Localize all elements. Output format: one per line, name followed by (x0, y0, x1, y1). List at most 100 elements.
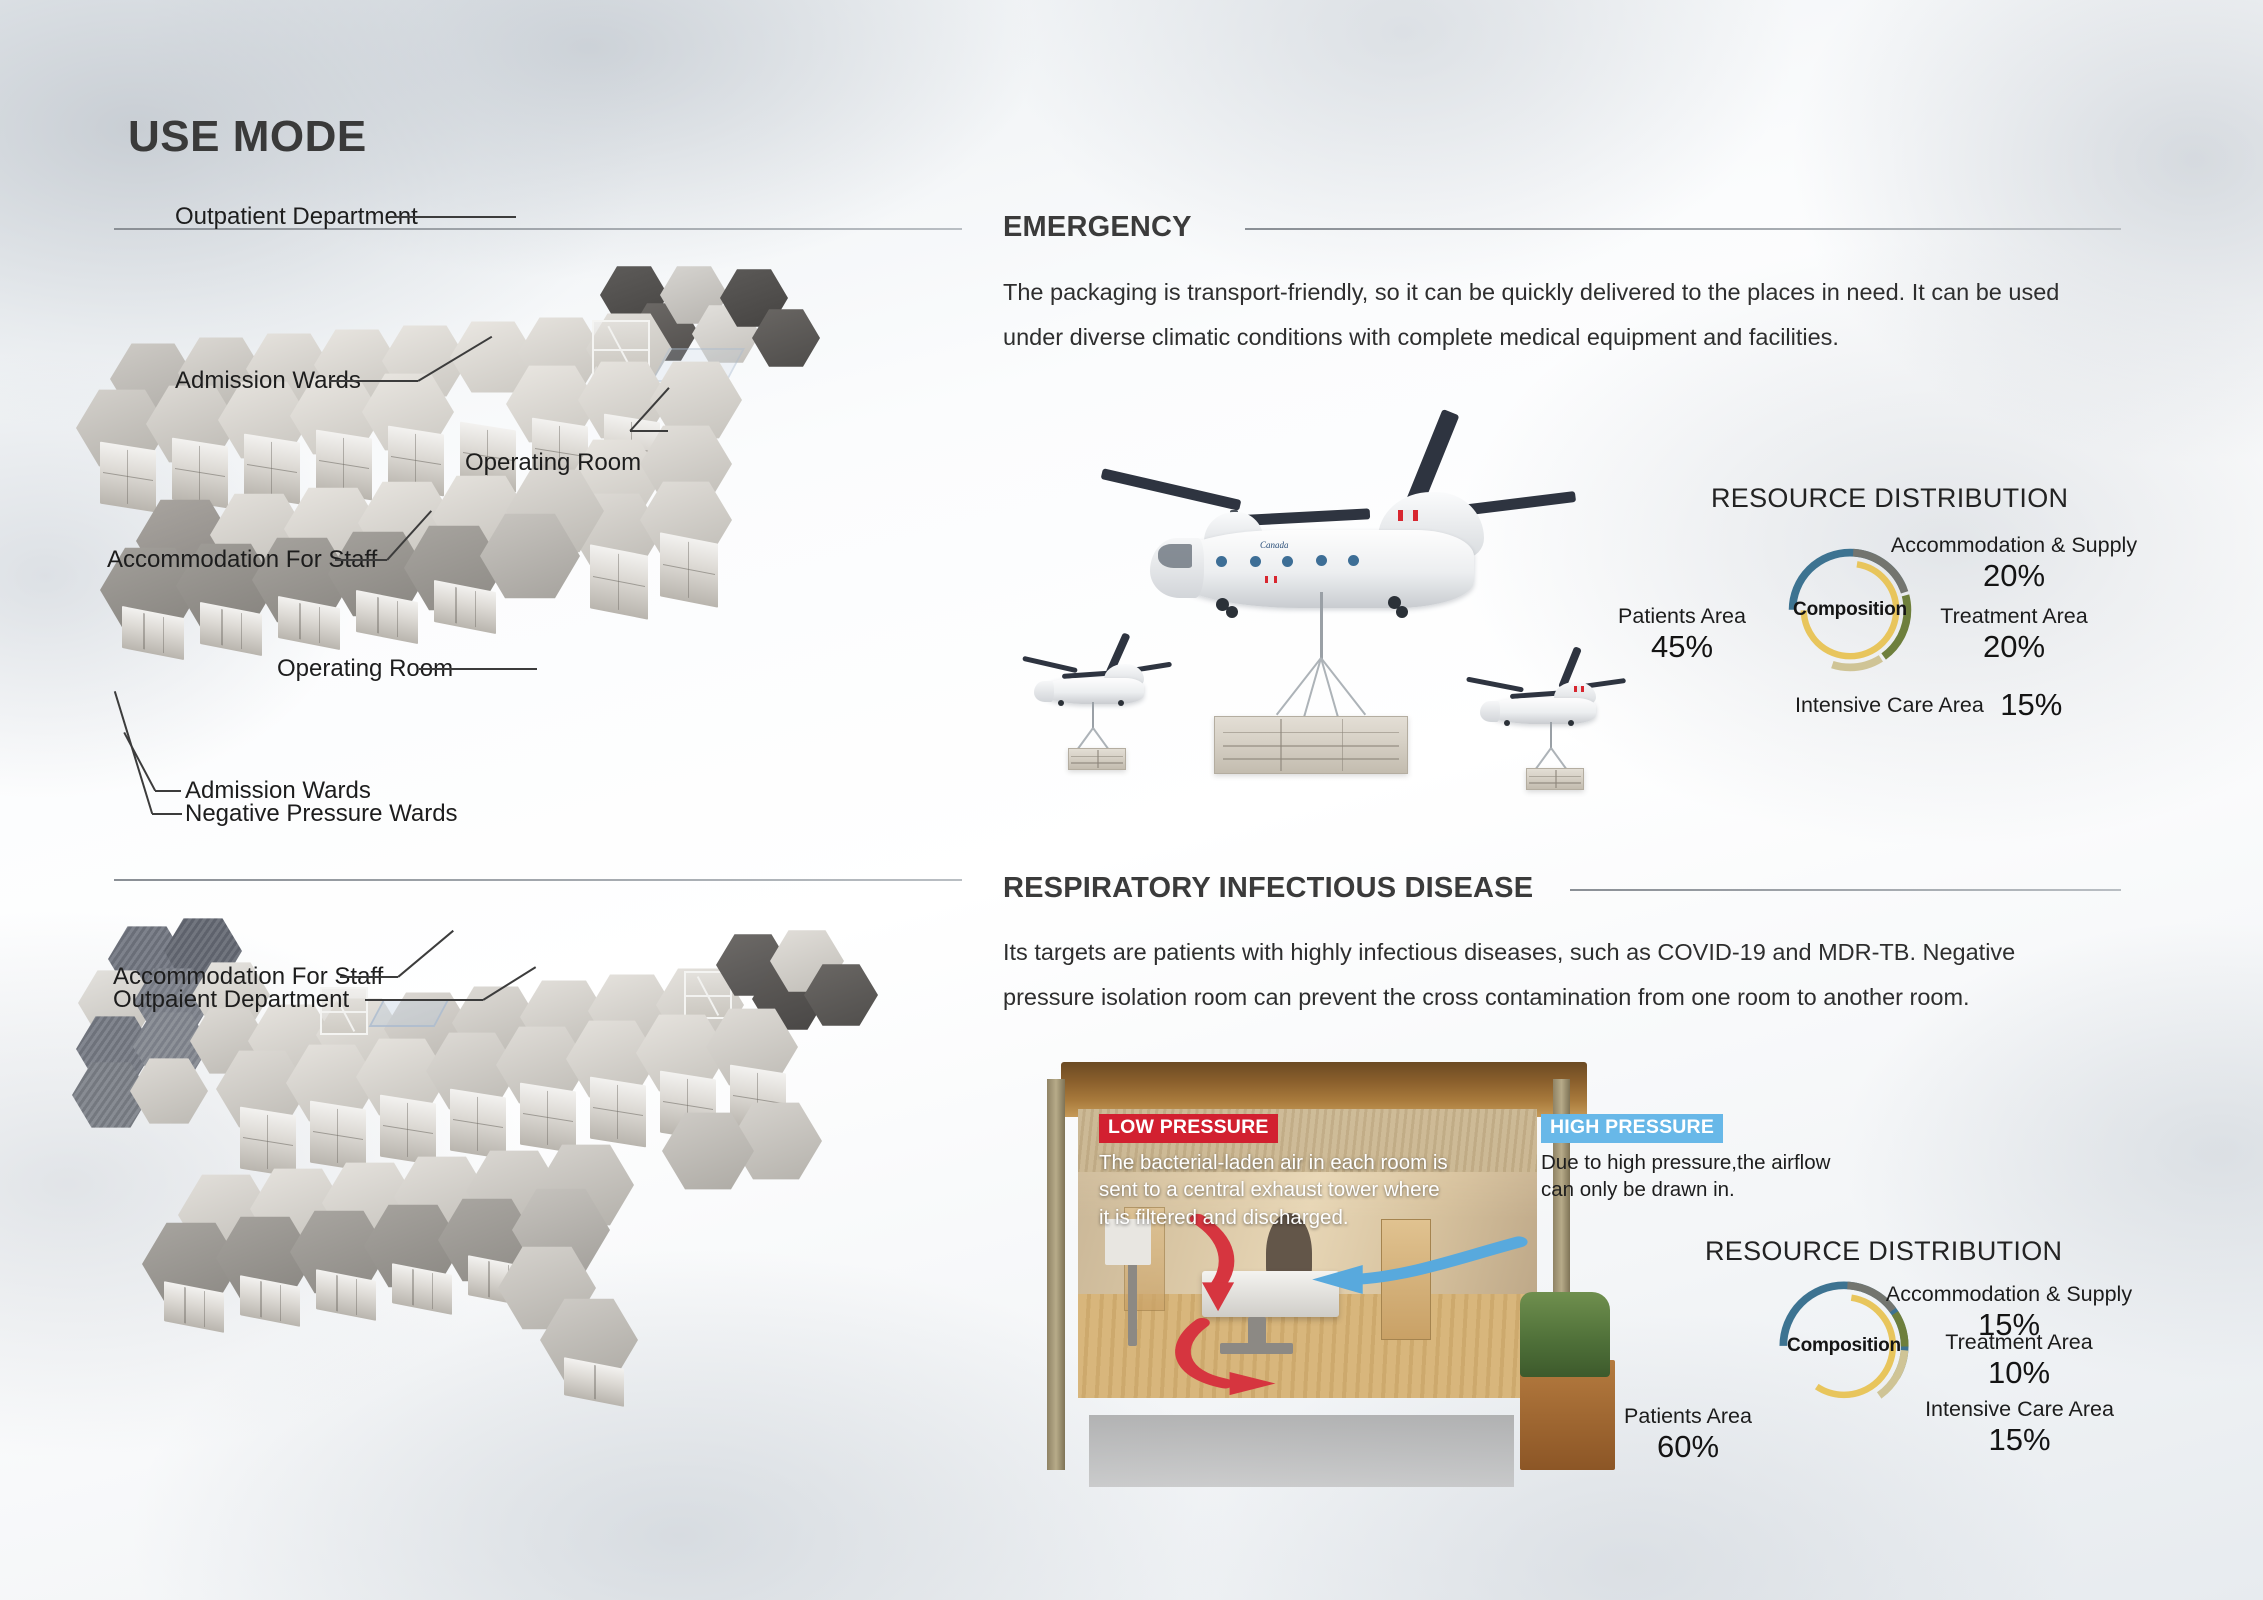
cabin-window (1250, 556, 1261, 567)
landing-gear-wheel (1504, 720, 1510, 726)
legend-patients-area-1: Patients Area 45% (1598, 604, 1766, 665)
high-pressure-caption: Due to high pressure,the airflow can onl… (1541, 1151, 1831, 1202)
module-facade (380, 1094, 436, 1166)
medical-equipment (1105, 1218, 1152, 1265)
helicopter-delivery-illustration: Canada (1010, 370, 1630, 820)
hex-hospital-diagram-respiratory (72, 915, 1010, 1485)
sling-cable (1320, 592, 1323, 660)
donut-chart-respiratory: Composition (1770, 1272, 1918, 1420)
section-heading-emergency: EMERGENCY (1003, 211, 1192, 243)
diagram2-label-admission-wards: Admission Wards (185, 777, 371, 804)
hex-module (480, 513, 580, 599)
legend-label: Intensive Care Area (1795, 692, 1984, 717)
landing-gear-wheel (1388, 596, 1401, 609)
legend-treatment-area-2: Treatment Area 10% (1935, 1330, 2103, 1391)
plant (1520, 1291, 1610, 1377)
cockpit-window (1158, 544, 1192, 568)
bed-base (1247, 1316, 1266, 1346)
iv-stand (1128, 1230, 1138, 1346)
module-facade (520, 1082, 576, 1154)
module-facade (590, 544, 648, 620)
landing-gear-wheel (1396, 606, 1408, 618)
landing-gear-wheel (1226, 606, 1238, 618)
rotor-blade (1100, 468, 1242, 511)
cabin-window (1348, 555, 1359, 566)
donut-chart-emergency: Composition (1780, 540, 1920, 680)
legend-value: 20 (1982, 558, 2018, 593)
cabin-window (1316, 555, 1327, 566)
room-roof (1060, 1062, 1588, 1118)
livery-text: Canada (1260, 540, 1289, 550)
module-facade (310, 1100, 366, 1172)
legend-value: 15 (1988, 1422, 2023, 1457)
legend-label: Accommodation & Supply (1885, 1282, 2133, 1306)
leader2-line-operating (419, 668, 537, 670)
legend-value: 60 (1656, 1429, 1692, 1464)
leader-line-admission (330, 380, 418, 382)
cabin-window (1282, 556, 1293, 567)
rotor-blade (1022, 655, 1078, 674)
legend-unit: % (2022, 1355, 2051, 1390)
legend-unit: % (2017, 558, 2046, 593)
landing-gear-wheel (1216, 598, 1229, 611)
leader-line-outpatient (390, 216, 516, 218)
legend-accommodation-supply-1: Accommodation & Supply 20% (1889, 533, 2139, 594)
diagram2-label-negative-pressure-wards: Negative Pressure Wards (185, 800, 458, 827)
legend-value: 45 (1650, 629, 1686, 664)
legend-value: 15 (1977, 1307, 2013, 1342)
legend-intensive-care-area-2: Intensive Care Area 15% (1912, 1397, 2127, 1458)
divider-left-middle (114, 879, 962, 881)
legend-accommodation-supply-2: Accommodation & Supply 15% (1884, 1282, 2134, 1343)
legend-patients-area-2: Patients Area 60% (1604, 1404, 1772, 1465)
cargo-container (1068, 748, 1126, 770)
legend-value: 10 (1987, 1355, 2023, 1390)
hex-hospital-diagram-emergency (76, 260, 1000, 820)
sling-cable (1550, 722, 1552, 750)
room-frame-left (1046, 1079, 1065, 1470)
nose (1034, 681, 1054, 702)
diagram-label-accommodation-staff: Accommodation For Staff (107, 546, 378, 573)
leader-line-operating (630, 430, 668, 432)
legend-unit: % (1685, 629, 1714, 664)
rooftop-frame-module (684, 971, 732, 1019)
canadian-flag-icon (1398, 510, 1418, 521)
high-pressure-badge: HIGH PRESSURE (1541, 1114, 1724, 1143)
legend-label: Accommodation & Supply (1890, 533, 2138, 557)
fuselage (1162, 530, 1474, 608)
legend-value: 15 (2000, 687, 2035, 722)
arc-intensive-care-area (1788, 548, 1912, 672)
divider-left-top (114, 228, 962, 230)
donut-svg (1779, 1281, 1909, 1411)
low-pressure-caption: The bacterial-laden air in each room is … (1099, 1151, 1448, 1229)
planter-box (1520, 1359, 1616, 1470)
legend-label: Treatment Area (1945, 1330, 2093, 1354)
landing-gear-wheel (1118, 700, 1124, 706)
helicopter-large: Canada (1100, 408, 1577, 670)
legend-label: Intensive Care Area (1925, 1397, 2114, 1421)
cargo-container (1526, 768, 1584, 790)
landing-gear-wheel (1568, 720, 1574, 726)
section-body-emergency: The packaging is transport-friendly, so … (1003, 279, 2060, 351)
negative-pressure-room-illustration (1044, 1062, 1616, 1487)
legend-label: Treatment Area (1940, 604, 2088, 628)
donut-center-label: Composition (1793, 599, 1907, 620)
cabin-window (1216, 556, 1227, 567)
helicopter-small-right (1466, 646, 1627, 740)
module-facade (590, 1076, 646, 1148)
legend-unit: % (1691, 1429, 1720, 1464)
leader-line-accommodation (335, 559, 387, 561)
legend-label: Patients Area (1624, 1404, 1752, 1428)
leader2-line-admission (155, 790, 181, 792)
donut-svg (1788, 548, 1912, 672)
canadian-flag-icon (1265, 576, 1277, 583)
arc-treatment-area (1788, 548, 1912, 672)
module-facade (450, 1088, 506, 1160)
legend-unit: % (2017, 629, 2046, 664)
resource-distribution-title-1: RESOURCE DISTRIBUTION (1711, 483, 2069, 513)
fuselage (1486, 698, 1596, 724)
bed-base (1219, 1342, 1294, 1355)
fuselage (1040, 678, 1144, 704)
canadian-flag-icon (1574, 686, 1584, 692)
module-facade (172, 437, 228, 509)
divider-right-top (1245, 228, 2121, 230)
